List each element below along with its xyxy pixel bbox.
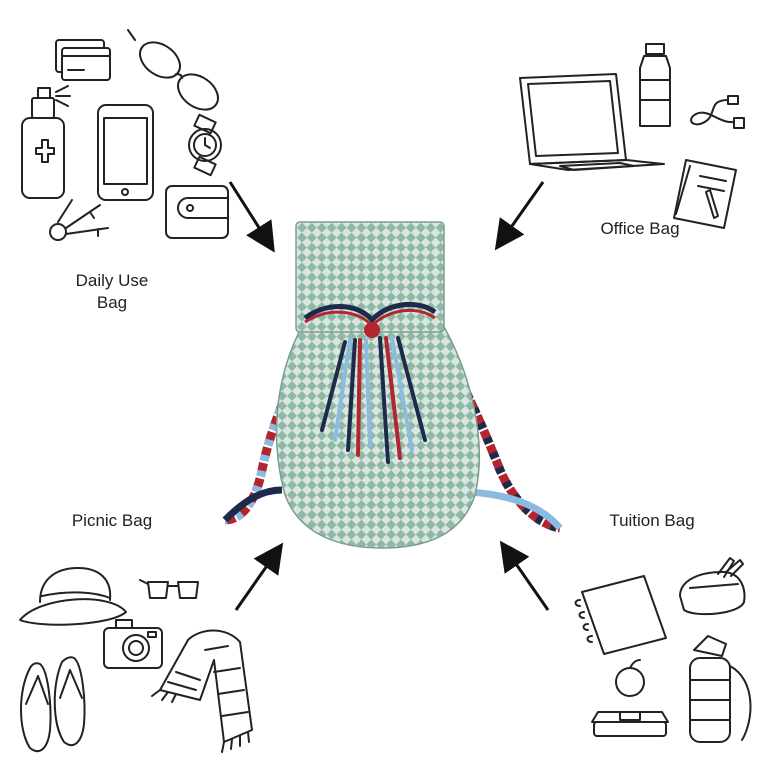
flip-flops-icon <box>20 656 86 753</box>
charger-cable-icon <box>690 95 745 129</box>
water-bottle-icon <box>639 43 671 127</box>
sunglasses-icon <box>127 29 219 111</box>
wallet-icon <box>165 185 229 239</box>
keys-icon <box>49 199 109 241</box>
arrow-tuition <box>499 540 550 611</box>
camera-icon <box>103 619 163 669</box>
office-bag-label: Office Bag <box>600 219 680 238</box>
laptop-icon <box>519 73 665 171</box>
right-strap <box>416 317 561 533</box>
spiral-notebook-icon <box>574 575 667 655</box>
scarf-icon <box>151 629 253 753</box>
arrow-office <box>494 181 545 251</box>
smartphone-icon <box>97 104 154 201</box>
bag-body <box>275 319 481 549</box>
arrow-picnic <box>234 542 284 611</box>
notebook-pen-icon <box>673 159 737 229</box>
wristwatch-icon <box>188 113 222 177</box>
woven-bag <box>222 221 563 549</box>
tassels <box>320 336 427 464</box>
bucket-hat-icon <box>19 567 127 626</box>
credit-card-icon <box>55 39 111 81</box>
arrow-daily <box>228 181 275 253</box>
daily-use-bag-label-line2: Bag <box>96 293 128 312</box>
pencil-case-icon <box>679 557 746 616</box>
picnic-bag-label: Picnic Bag <box>71 511 153 530</box>
sanitizer-spray-icon <box>21 85 71 199</box>
glasses-icon <box>139 579 199 599</box>
daily-use-bag-label-line1: Daily Use <box>75 271 149 290</box>
tuition-bag-label: Tuition Bag <box>609 511 695 530</box>
lunch-box-icon <box>591 659 669 737</box>
daily-use-bag-label: Daily Use Bag <box>52 270 172 314</box>
sports-bottle-icon <box>689 635 752 743</box>
